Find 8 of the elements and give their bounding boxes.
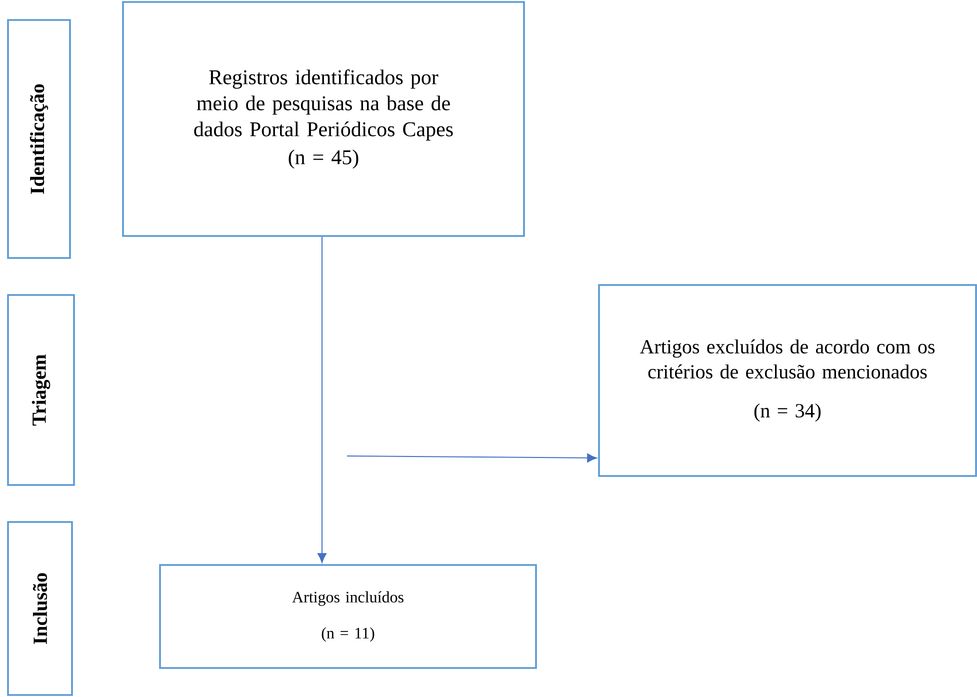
- stage-label: Triagem: [7, 294, 75, 486]
- stage-label: Identificação: [7, 19, 71, 259]
- arrow: [317, 236, 327, 563]
- process-box: Artigos incluídos (n = 11): [159, 564, 537, 669]
- stage-label: Inclusão: [7, 521, 73, 696]
- process-box: Registros identificados por meio de pesquisas na base de dados Portal Periódicos Capes (n = 45): [122, 1, 525, 237]
- process-box: Artigos excluídos de acordo com os critérios de exclusão mencionados (n = 34): [598, 284, 977, 477]
- arrow: [346, 453, 597, 462]
